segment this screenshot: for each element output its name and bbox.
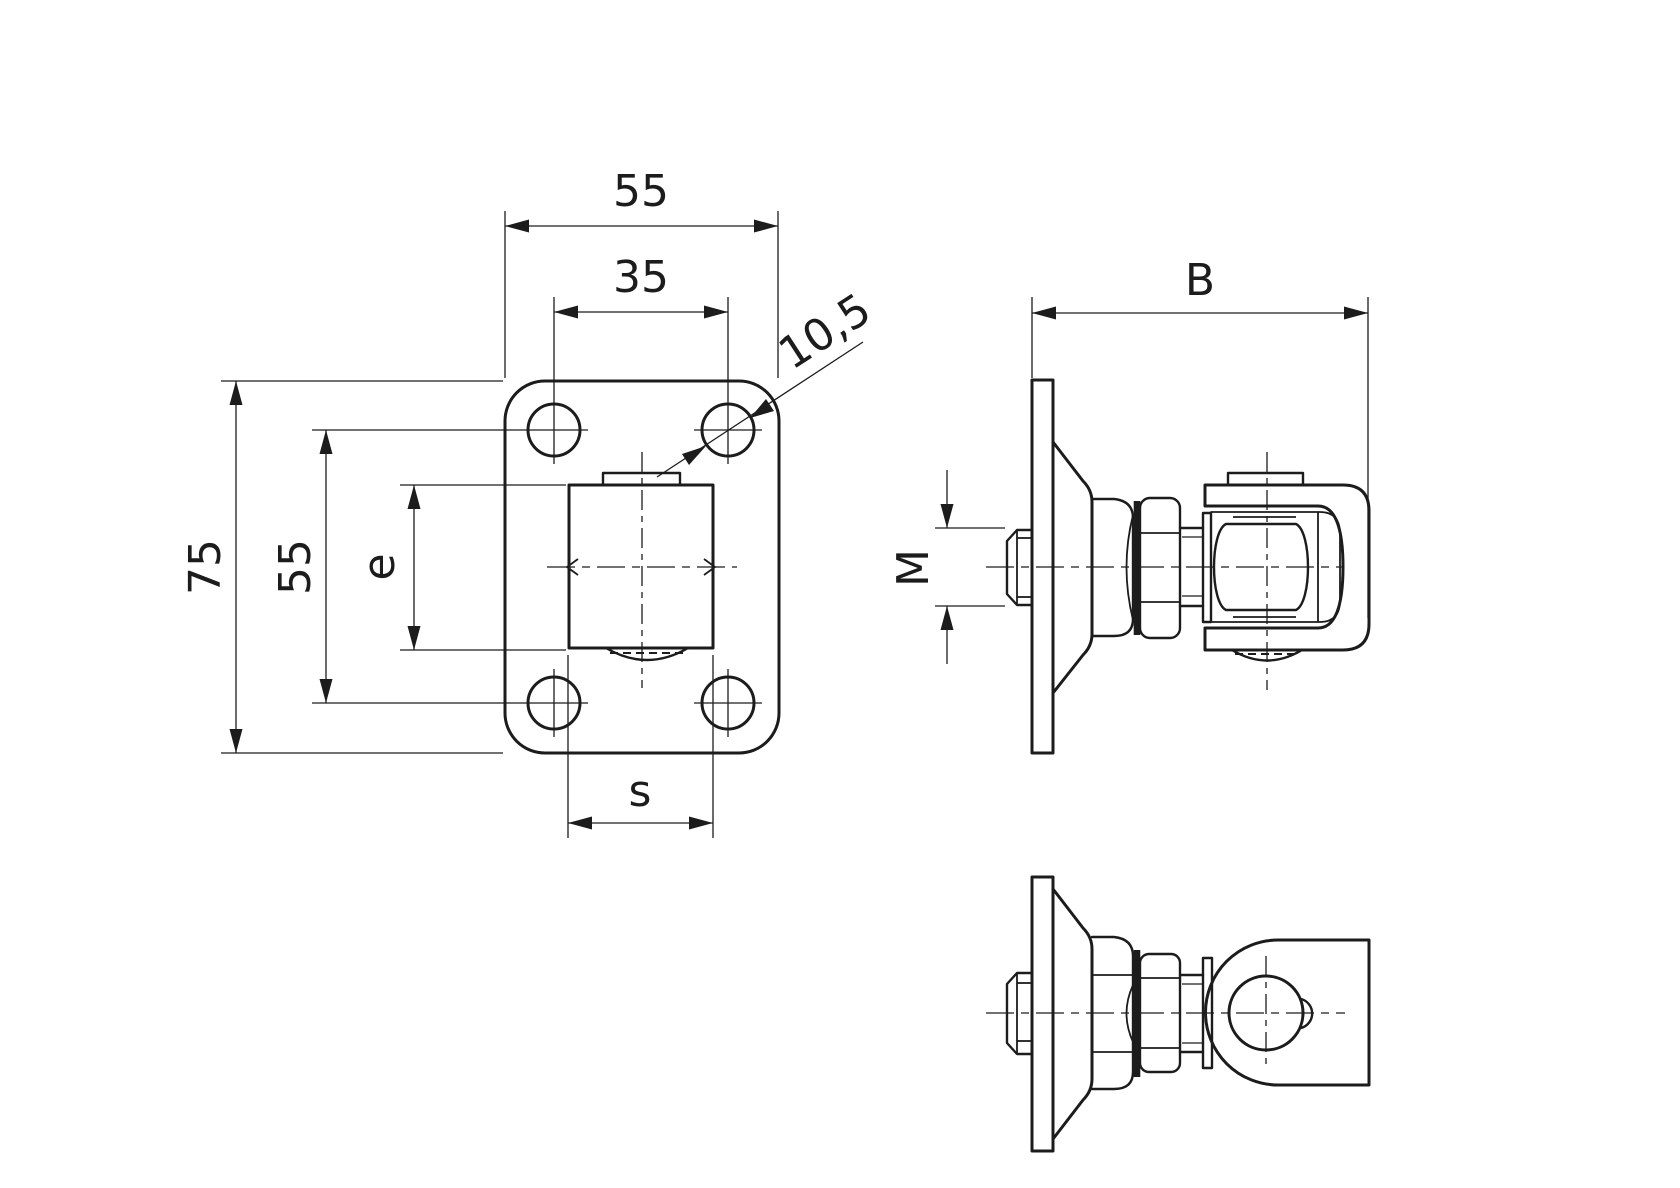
side-view [986,378,1371,755]
dimension-hole-spacing-vertical: 55 [270,429,588,704]
mounting-plate-outline [503,379,781,755]
dim-label-hole-spacing-horizontal: 35 [613,252,669,303]
dim-arrow [940,606,954,630]
dim-arrow [229,381,243,405]
hex-bush [1090,935,1135,1091]
dim-label-plate-width: 55 [613,166,669,217]
dim-arrow [750,399,774,418]
dim-label-overall-depth: B [1185,255,1215,306]
dim-label-plate-height: 75 [180,539,231,595]
dim-arrow [407,626,421,650]
dimension-socket-width: s [567,655,714,838]
pivot-barrel [1212,522,1310,612]
dimension-socket-height: e [354,484,566,651]
dim-arrow [554,305,578,319]
dim-arrow [505,219,529,233]
hinge-eye [1204,938,1371,1087]
dimension-overall-depth: B [1031,255,1369,618]
socket-block [567,483,715,650]
dimension-plate-height: 75 [180,380,503,754]
front-view [503,379,781,755]
dim-arrow [682,446,706,465]
hex-bush [1090,497,1135,638]
dim-label-hole-spacing-vertical: 55 [270,539,321,595]
dim-arrow [568,816,592,830]
dim-arrow [704,305,728,319]
dimension-plate-width: 55 [504,166,779,378]
plate-edge [1030,875,1055,1153]
dim-arrow [1032,306,1056,320]
dim-label-socket-height: e [354,553,405,580]
dimension-hole-spacing-horizontal: 35 [553,252,729,464]
dim-arrow [229,729,243,753]
top-view [986,875,1371,1153]
dim-label-hole-diameter: 10,5 [770,284,880,380]
dimension-thread-size: M [888,470,1005,664]
lock-nut [1138,496,1182,640]
dim-arrow [319,430,333,454]
dim-arrow [407,485,421,509]
dim-arrow [689,816,713,830]
dim-arrow [754,219,778,233]
dim-label-thread-size: M [888,549,939,587]
dim-arrow [1344,306,1368,320]
dim-label-socket-width: s [629,766,652,817]
bracket-inner-edge [1210,511,1341,623]
cone-boss [1051,440,1094,695]
cone-boss [1051,887,1094,1141]
socket-tab [601,471,682,487]
dim-arrow [940,504,954,528]
mounting-holes [526,402,762,737]
dim-arrow [319,679,333,703]
bracket-tab [1226,471,1305,487]
